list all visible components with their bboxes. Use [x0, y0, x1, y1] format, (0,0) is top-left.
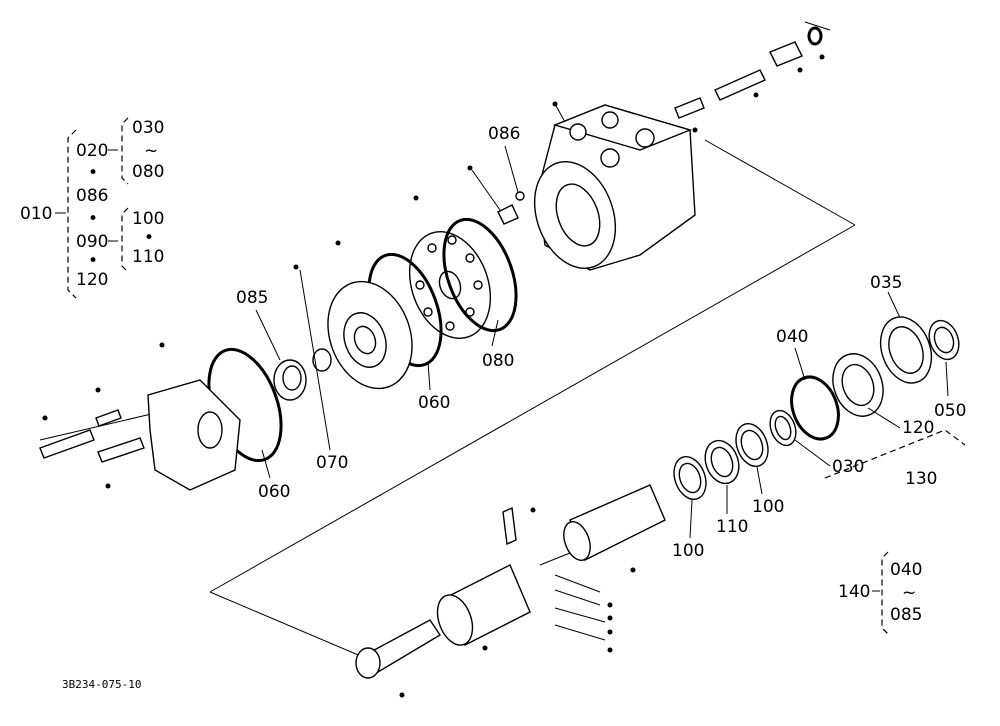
label-090: 090: [76, 232, 108, 252]
bullet-1: •: [88, 163, 98, 183]
end-cap: [147, 342, 241, 491]
tilde-3: ~: [902, 583, 916, 603]
label-100-right: 100: [752, 497, 784, 517]
label-030-callout: 030: [832, 457, 864, 477]
bullet-2: •: [88, 209, 98, 229]
label-035: 035: [870, 273, 902, 293]
sleeve: [563, 484, 666, 573]
label-080: 080: [132, 162, 164, 182]
bullet-3: •: [144, 228, 154, 248]
label-085: 085: [236, 288, 268, 308]
label-040: 040: [776, 327, 808, 347]
label-080-callout: 080: [482, 351, 514, 371]
assembly-bracket-010: 010 020 030 ~ 080 • 086 • 090 100 • 110 …: [20, 117, 164, 299]
tilde-1: ~: [144, 141, 158, 161]
valve-plate: [408, 195, 492, 339]
label-110-callout: 110: [716, 517, 748, 537]
label-060-lower: 060: [258, 482, 290, 502]
label-020: 020: [76, 141, 108, 161]
bullet-4: •: [88, 251, 98, 271]
label-070: 070: [316, 453, 348, 473]
label-100-left: 100: [672, 541, 704, 561]
label-120: 120: [76, 270, 108, 290]
label-030: 030: [132, 118, 164, 138]
centering-springs: [554, 574, 613, 653]
bolts: [39, 387, 145, 489]
label-110: 110: [132, 247, 164, 267]
label-130: 130: [905, 469, 937, 489]
label-140: 140: [838, 582, 870, 602]
drawing-code: 3B234-075-10: [62, 678, 141, 691]
relief-valve-parts: [674, 26, 825, 133]
label-040-group: 040: [890, 560, 922, 580]
label-085-group: 085: [890, 605, 922, 625]
label-010: 010: [20, 204, 52, 224]
gerotor-set: [327, 240, 413, 390]
o-ring-040: [790, 375, 840, 441]
valve-housing: [533, 101, 696, 271]
o-ring-080: [442, 217, 518, 333]
spool: [436, 506, 536, 651]
label-050: 050: [934, 401, 966, 421]
assembly-bracket-140: 140 040 ~ 085: [838, 551, 922, 635]
label-120-callout: 120: [902, 418, 934, 438]
label-086-callout: 086: [488, 124, 520, 144]
label-060-upper: 060: [418, 393, 450, 413]
spacer-070: [312, 348, 332, 372]
label-100: 100: [132, 209, 164, 229]
bracket-130: [824, 429, 966, 479]
drive-shaft: [355, 619, 441, 698]
label-086: 086: [76, 186, 108, 206]
